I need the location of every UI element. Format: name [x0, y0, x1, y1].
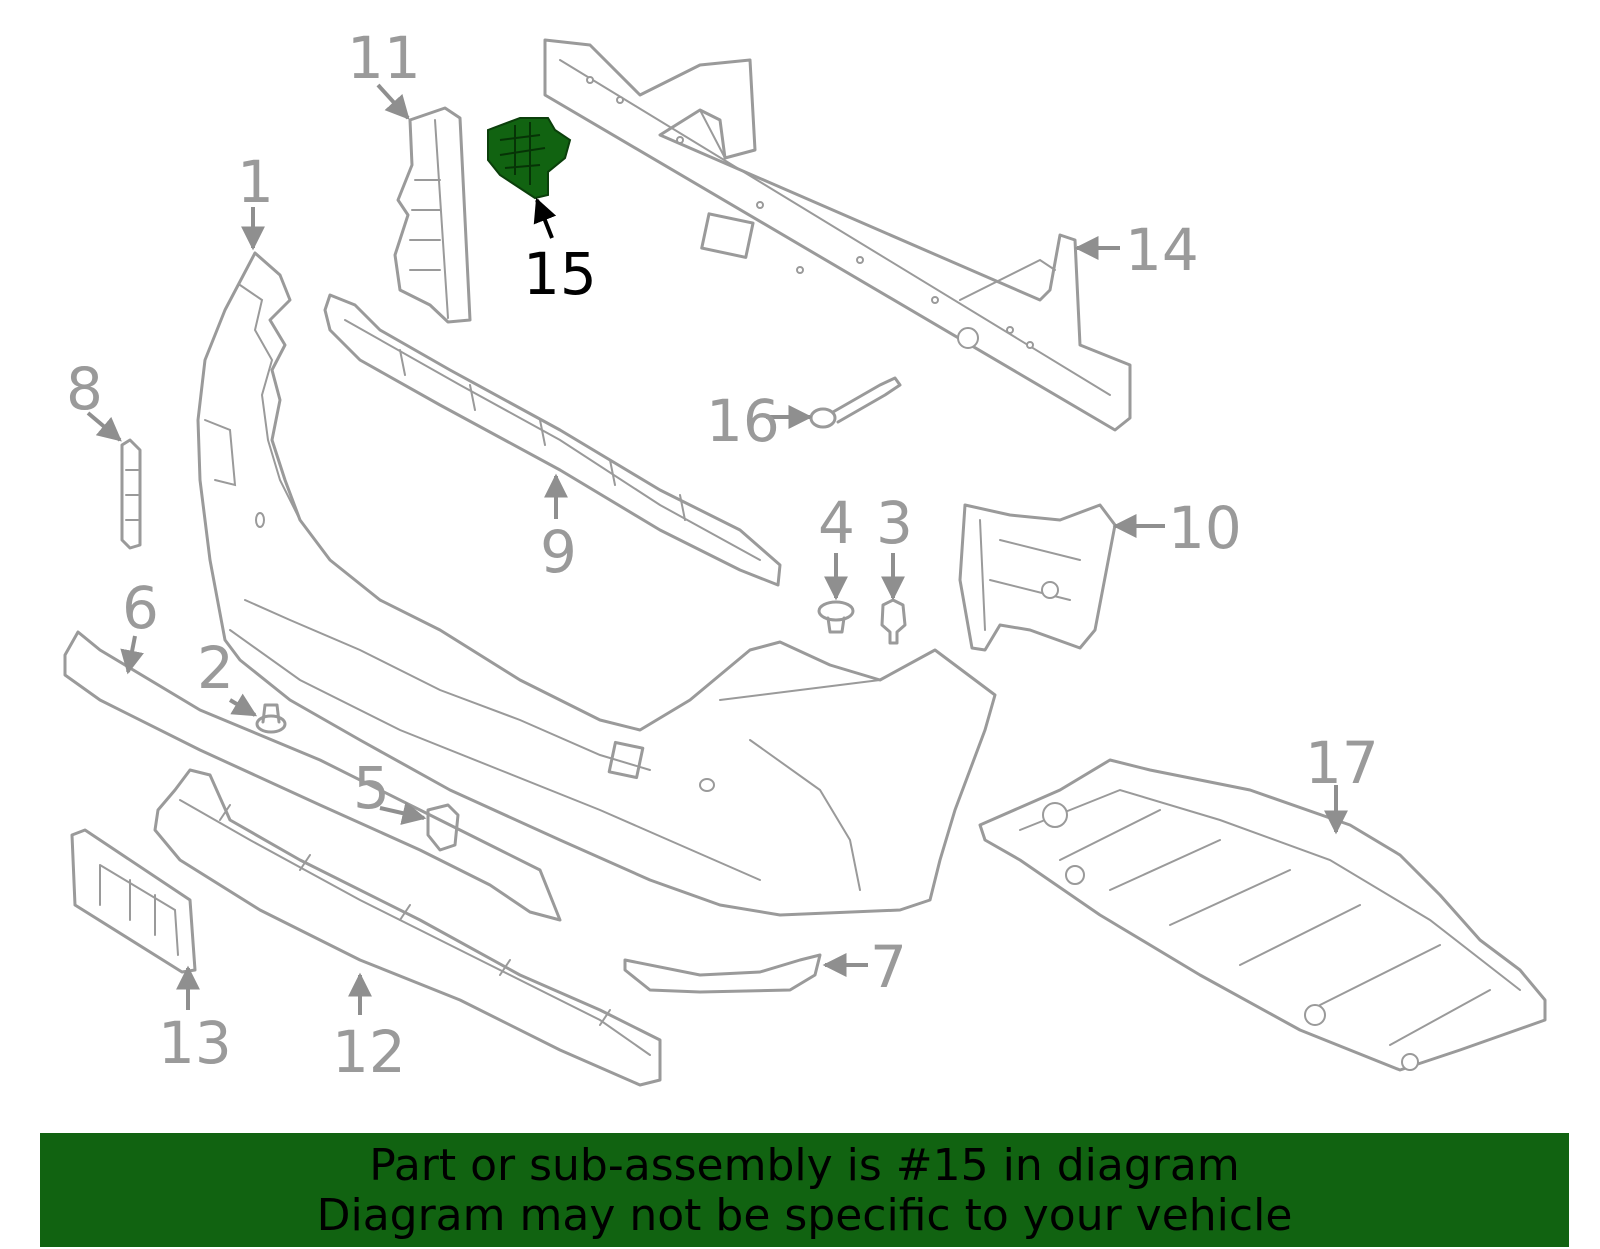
banner-line-2: Diagram may not be specific to your vehi… [316, 1190, 1293, 1241]
part-13-plate-bracket [70, 828, 197, 974]
part-10-bracket [958, 503, 1117, 652]
arrow-15 [533, 197, 557, 239]
arrow-11 [376, 83, 410, 120]
callout-13: 13 [158, 1009, 232, 1077]
part-14-bumper-reinforcement [543, 38, 1132, 432]
callout-4: 4 [818, 489, 855, 557]
callout-5: 5 [353, 754, 390, 822]
part-8-bracket [120, 438, 142, 550]
callout-10: 10 [1168, 494, 1242, 562]
callout-14: 14 [1125, 216, 1199, 284]
part-17-under-cover [978, 758, 1547, 1072]
part-5-cap [426, 803, 460, 852]
callout-arrows [86, 83, 1348, 1015]
arrow-2 [228, 693, 258, 717]
callout-11: 11 [347, 24, 421, 92]
callout-9: 9 [540, 518, 577, 586]
callout-16: 16 [706, 387, 780, 455]
part-4-clip [817, 600, 855, 634]
callout-7: 7 [870, 933, 907, 1001]
part-12-absorber [153, 768, 662, 1087]
part-6-trim-strip [63, 630, 562, 922]
banner-line-1: Part or sub-assembly is #15 in diagram [369, 1140, 1240, 1191]
callout-labels: 1 2 3 4 5 6 7 8 9 10 11 12 13 14 15 16 1… [66, 24, 1379, 1086]
arrow-5 [379, 801, 427, 825]
part-7-trim [623, 953, 822, 994]
part-11-bracket [393, 106, 472, 324]
part-3-fastener [880, 598, 907, 645]
info-banner: Part or sub-assembly is #15 in diagram D… [40, 1133, 1569, 1247]
arrow-8 [86, 411, 122, 442]
callout-15: 15 [523, 240, 597, 308]
part-2-clip [255, 703, 287, 734]
callout-3: 3 [876, 489, 913, 557]
callout-6: 6 [122, 574, 159, 642]
part-16-tow-hook [809, 376, 902, 429]
callout-2: 2 [197, 634, 234, 702]
callout-1: 1 [237, 148, 274, 216]
callout-8: 8 [66, 355, 103, 423]
callout-17: 17 [1305, 729, 1379, 797]
arrow-6 [120, 635, 144, 675]
callout-12: 12 [332, 1018, 406, 1086]
part-1-bumper-cover [196, 251, 997, 917]
part-9-grille [323, 293, 782, 587]
part-15-highlighted [487, 117, 572, 200]
